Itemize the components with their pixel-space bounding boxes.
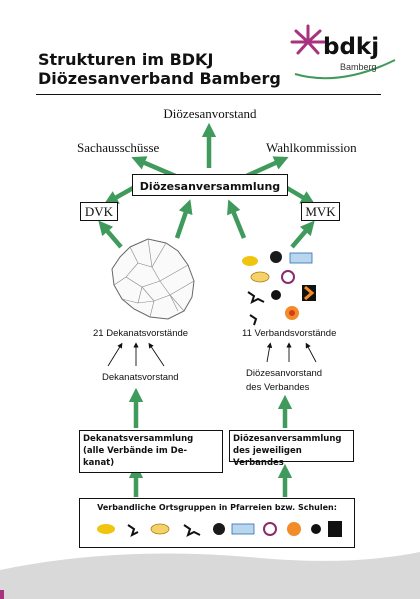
title-divider	[36, 94, 381, 95]
jgcl-logo-icon	[249, 314, 258, 326]
dpsg-logo-icon	[270, 251, 282, 263]
caj-logo-icon	[97, 524, 115, 534]
thin-arrow-1	[107, 342, 123, 367]
dv-jeweiligen-line1: Diözesanversammlung	[233, 434, 342, 444]
dv-jeweiligen-line2: des jeweiligen Verbandes	[233, 446, 302, 468]
dekanatsversammlung-line1: Dekanatsversammlung	[83, 434, 194, 444]
node-dv-jeweiligen-box: Diözesanversammlung des jeweiligen Verba…	[229, 430, 354, 468]
thin-arrow-3	[148, 342, 165, 367]
arrow-verbaende-to-versammlung	[227, 199, 247, 239]
node-mvk: MVK	[301, 202, 340, 221]
logo-wordmark: bdkj	[323, 34, 380, 60]
ksj-logo-icon	[247, 291, 265, 304]
logo-subtitle: Bamberg	[340, 62, 377, 72]
node-21-dekanatsvorstaende: 21 Dekanatsvorstände	[93, 328, 189, 339]
sunburst-logo-icon	[287, 522, 301, 536]
arrow-dekanate-to-versammlung	[174, 199, 193, 239]
kljb-logo-icon	[250, 271, 270, 283]
node-dv-verbandes-line1: Diözesanvorstand	[246, 368, 323, 379]
kljb-logo-icon	[150, 523, 170, 535]
verband-logos-cluster	[240, 247, 330, 327]
node-dioezesanversammlung-box: Diözesanversammlung	[132, 174, 288, 196]
node-11-verbandsvorstaende: 11 Verbandsvorstände	[242, 328, 337, 339]
page-title-line1: Strukturen im BDKJ	[38, 50, 214, 69]
node-dekanatsversammlung-box: Dekanatsversammlung (alle Verbände im De…	[79, 430, 223, 473]
page-title-line2: Diözesanverband Bamberg	[38, 69, 281, 88]
kolping-logo-icon	[302, 285, 316, 301]
node-wahlkommission: Wahlkommission	[266, 140, 357, 155]
arrow-dekanate-to-dvk	[98, 220, 123, 249]
node-dioezesanversammlung: Diözesanversammlung	[139, 180, 281, 193]
logo-flower-icon	[290, 24, 396, 80]
thin-arrow-6	[305, 342, 317, 363]
arrow-to-mvk	[285, 186, 316, 205]
kjg-logo-icon	[231, 523, 255, 535]
footer-accent	[0, 590, 4, 599]
node-dekanatsvorstand: Dekanatsvorstand	[102, 372, 179, 383]
psg-logo-icon	[281, 270, 295, 284]
thin-arrow-4	[266, 342, 273, 363]
arrow-to-dvk	[103, 186, 135, 205]
node-sachausschuesse: Sachausschüsse	[77, 140, 160, 155]
ortsgruppen-label: Verbandliche Ortsgruppen in Pfarreien bz…	[97, 503, 337, 512]
ksj-logo-icon	[183, 524, 201, 537]
node-ortsgruppen-box: Verbandliche Ortsgruppen in Pfarreien bz…	[79, 498, 355, 548]
arrow-verbaende-to-mvk	[290, 220, 315, 249]
dekanate-map	[111, 238, 195, 320]
dpsg-logo-icon	[213, 523, 225, 535]
kjg-logo-icon	[289, 252, 313, 264]
jgcl-logo-icon	[127, 524, 139, 537]
psg-logo-icon	[263, 522, 277, 536]
cdj-logo-icon	[271, 290, 281, 300]
kolping-logo-icon	[328, 521, 342, 537]
ortsgruppen-logo-row	[97, 521, 342, 537]
dekanatsversammlung-line2: (alle Verbände im De-	[83, 446, 188, 456]
footer-wave	[0, 552, 420, 599]
bdkj-logo: bdkj Bamberg	[290, 12, 400, 82]
node-dv-verbandes-line2: des Verbandes	[246, 382, 310, 393]
caj-logo-icon	[242, 256, 258, 266]
node-dvk: DVK	[80, 202, 118, 221]
dekanatsversammlung-line3: kanat)	[83, 458, 115, 468]
sunburst-logo-icon	[285, 306, 299, 320]
node-dioezesanvorstand: Diözesanvorstand	[163, 106, 257, 121]
cdj-logo-icon	[311, 524, 321, 534]
